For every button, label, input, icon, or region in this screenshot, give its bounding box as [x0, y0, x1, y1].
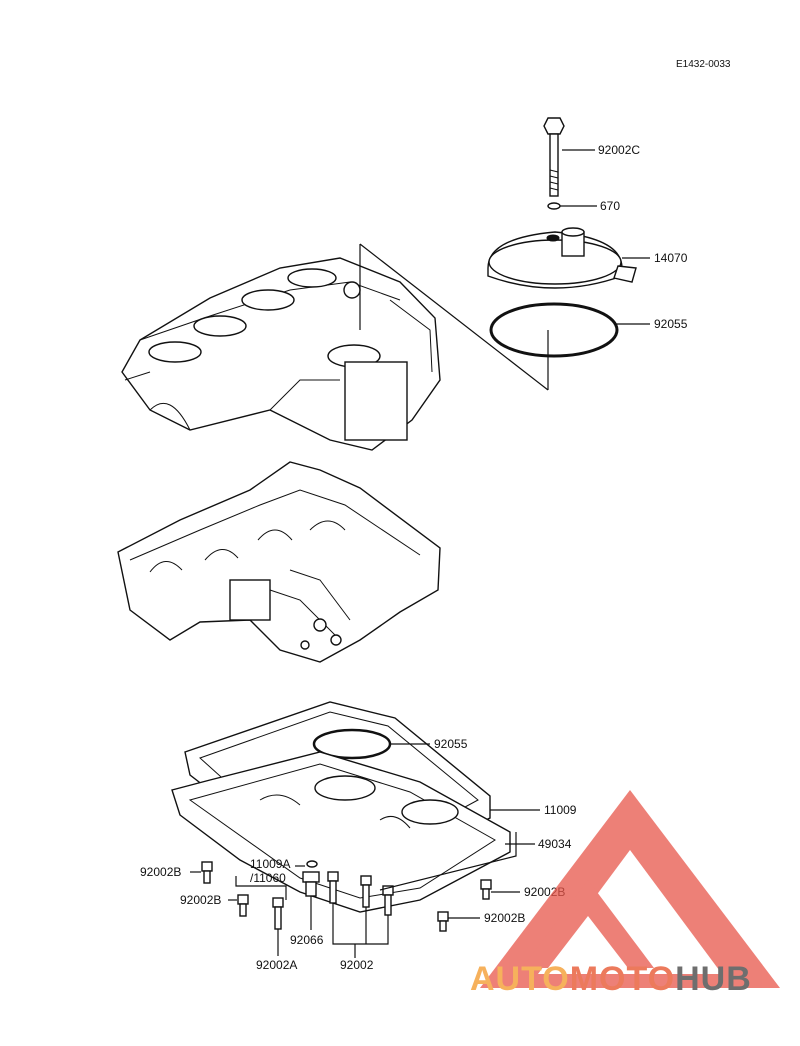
- label-49034: 49034: [538, 837, 572, 851]
- label-92055-bottom: 92055: [434, 737, 468, 751]
- watermark-moto: MOTO: [569, 960, 676, 998]
- label-11009a: 11009A: [250, 857, 291, 871]
- label-14070: 14070: [654, 251, 688, 265]
- label-92002a: 92002A: [256, 958, 298, 972]
- label-92002c: 92002C: [598, 143, 641, 157]
- label-92002b-4: 92002B: [484, 911, 526, 925]
- washer-part: [547, 202, 561, 210]
- small-bolts: [201, 860, 492, 932]
- oring-top-part: [489, 302, 619, 358]
- upper-crankcase: [121, 257, 441, 451]
- watermark-logo-icon: [480, 790, 780, 988]
- label-92066: 92066: [290, 933, 324, 947]
- label-670: 670: [600, 199, 621, 213]
- label-92002b-2: 92002B: [180, 893, 222, 907]
- diagram-code: E1432-0033: [676, 59, 731, 70]
- leader-lines: [190, 149, 650, 958]
- label-92055-top: 92055: [654, 317, 688, 331]
- watermark-hub: HUB: [675, 960, 752, 998]
- long-bolt-part: [543, 117, 565, 197]
- cover-part: [487, 227, 637, 289]
- lower-crankcase: [117, 461, 441, 663]
- oil-pan-assembly: [171, 701, 511, 913]
- label-92002: 92002: [340, 958, 374, 972]
- label-92002b-1: 92002B: [140, 865, 182, 879]
- label-11060: /11060: [250, 871, 286, 885]
- label-11009: 11009: [544, 803, 577, 817]
- watermark-auto: AUTO: [470, 960, 570, 998]
- watermark-text: AUTOMOTOHUB: [470, 960, 752, 999]
